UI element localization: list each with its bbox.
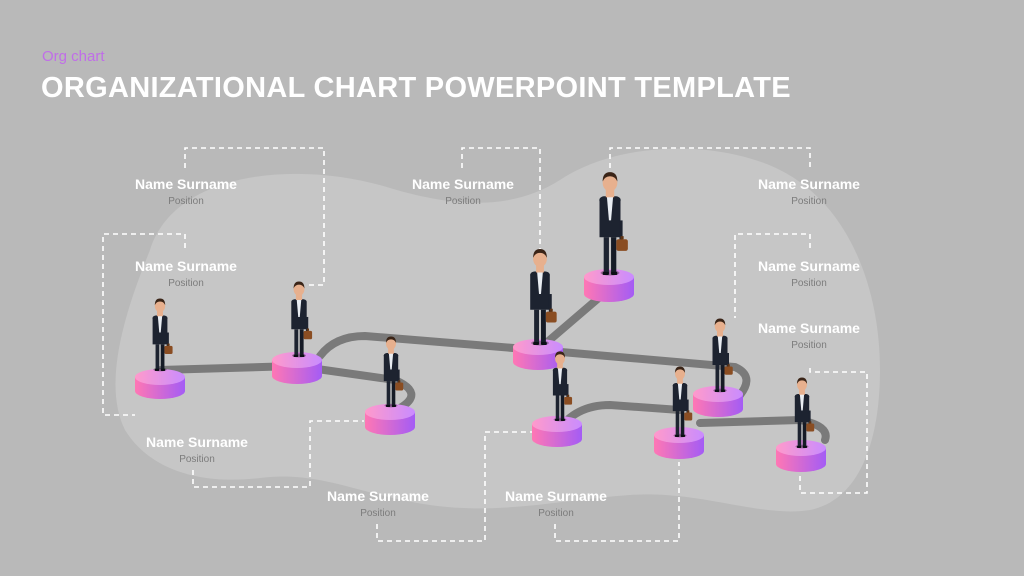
person-position: Position [179, 454, 215, 465]
person-name: Name Surname [135, 176, 237, 192]
connector-line [376, 431, 532, 542]
connector-line [609, 147, 811, 168]
person-label: Name Surname Position [719, 176, 899, 207]
background-blob [115, 148, 880, 512]
person-name: Name Surname [505, 488, 607, 504]
connector-line [192, 420, 364, 488]
slide-title: ORGANIZATIONAL CHART POWERPOINT TEMPLATE [41, 72, 791, 104]
person-name: Name Surname [412, 176, 514, 192]
connector-line [461, 147, 541, 258]
connector-line [184, 147, 325, 286]
pedestal [532, 416, 582, 447]
person-position: Position [791, 278, 827, 289]
connector-line [799, 368, 868, 494]
person-position: Position [791, 340, 827, 351]
person-position: Position [538, 508, 574, 519]
person-name: Name Surname [758, 258, 860, 274]
person-name: Name Surname [758, 320, 860, 336]
dashed-connectors [102, 147, 868, 542]
person-name: Name Surname [327, 488, 429, 504]
pedestal [584, 269, 634, 302]
person-position: Position [791, 196, 827, 207]
pedestal [513, 339, 563, 370]
person-position: Position [360, 508, 396, 519]
connector-line [554, 462, 680, 542]
path-segment [316, 331, 542, 360]
person-label: Name Surname Position [96, 176, 276, 207]
connector-line [102, 233, 186, 416]
person-position: Position [168, 278, 204, 289]
path-segment [534, 346, 751, 399]
person-label: Name Surname Position [107, 434, 287, 465]
person-label: Name Surname Position [719, 258, 899, 289]
pedestal [365, 404, 415, 435]
pedestal [272, 352, 322, 384]
pedestal [693, 386, 743, 417]
person-label: Name Surname Position [373, 176, 553, 207]
slide-subtitle: Org chart [42, 48, 105, 65]
person-label: Name Surname Position [288, 488, 468, 519]
person-name: Name Surname [758, 176, 860, 192]
person-label: Name Surname Position [719, 320, 899, 351]
person-label: Name Surname Position [466, 488, 646, 519]
person-label: Name Surname Position [96, 258, 276, 289]
person-position: Position [168, 196, 204, 207]
pedestal [135, 369, 185, 399]
person-position: Position [445, 196, 481, 207]
person-name: Name Surname [146, 434, 248, 450]
person-name: Name Surname [135, 258, 237, 274]
pedestals [135, 269, 826, 472]
connector-line [734, 233, 811, 318]
